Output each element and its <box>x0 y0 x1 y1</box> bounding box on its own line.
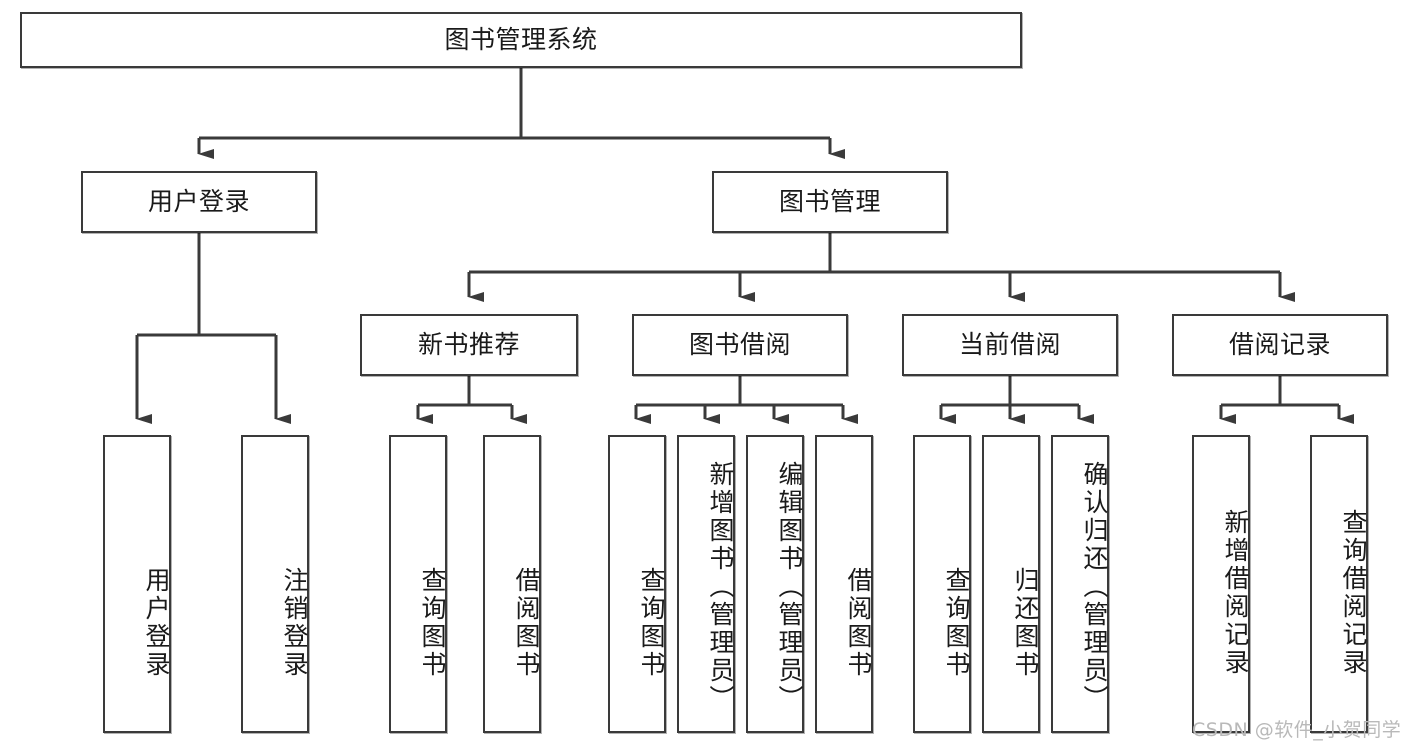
leaf-user-login-signout[interactable]: 注销登录 <box>241 435 309 733</box>
leaf-record-add-record[interactable]: 新增借阅记录 <box>1192 435 1250 733</box>
leaf-current-confirm-return-admin[interactable]: 确认归还（管理员） <box>1051 435 1109 733</box>
leaf-new-book-query[interactable]: 查询图书 <box>389 435 447 733</box>
node-new-book-recommend[interactable]: 新书推荐 <box>360 314 578 376</box>
node-root-system[interactable]: 图书管理系统 <box>20 12 1022 68</box>
leaf-borrow-query-book[interactable]: 查询图书 <box>608 435 666 733</box>
node-user-login[interactable]: 用户登录 <box>81 171 317 233</box>
leaf-current-query-book[interactable]: 查询图书 <box>913 435 971 733</box>
leaf-record-query-record[interactable]: 查询借阅记录 <box>1310 435 1368 733</box>
leaf-borrow-edit-book-admin[interactable]: 编辑图书（管理员） <box>746 435 804 733</box>
leaf-borrow-add-book-admin[interactable]: 新增图书（管理员） <box>677 435 735 733</box>
leaf-user-login-signin[interactable]: 用户登录 <box>103 435 171 733</box>
node-book-borrow[interactable]: 图书借阅 <box>632 314 848 376</box>
node-book-management[interactable]: 图书管理 <box>712 171 948 233</box>
leaf-borrow-borrow-book[interactable]: 借阅图书 <box>815 435 873 733</box>
node-current-borrow[interactable]: 当前借阅 <box>902 314 1118 376</box>
csdn-watermark: CSDN @软件_小贺同学 <box>1192 719 1402 741</box>
leaf-new-book-borrow[interactable]: 借阅图书 <box>483 435 541 733</box>
node-borrow-record[interactable]: 借阅记录 <box>1172 314 1388 376</box>
leaf-current-return-book[interactable]: 归还图书 <box>982 435 1040 733</box>
